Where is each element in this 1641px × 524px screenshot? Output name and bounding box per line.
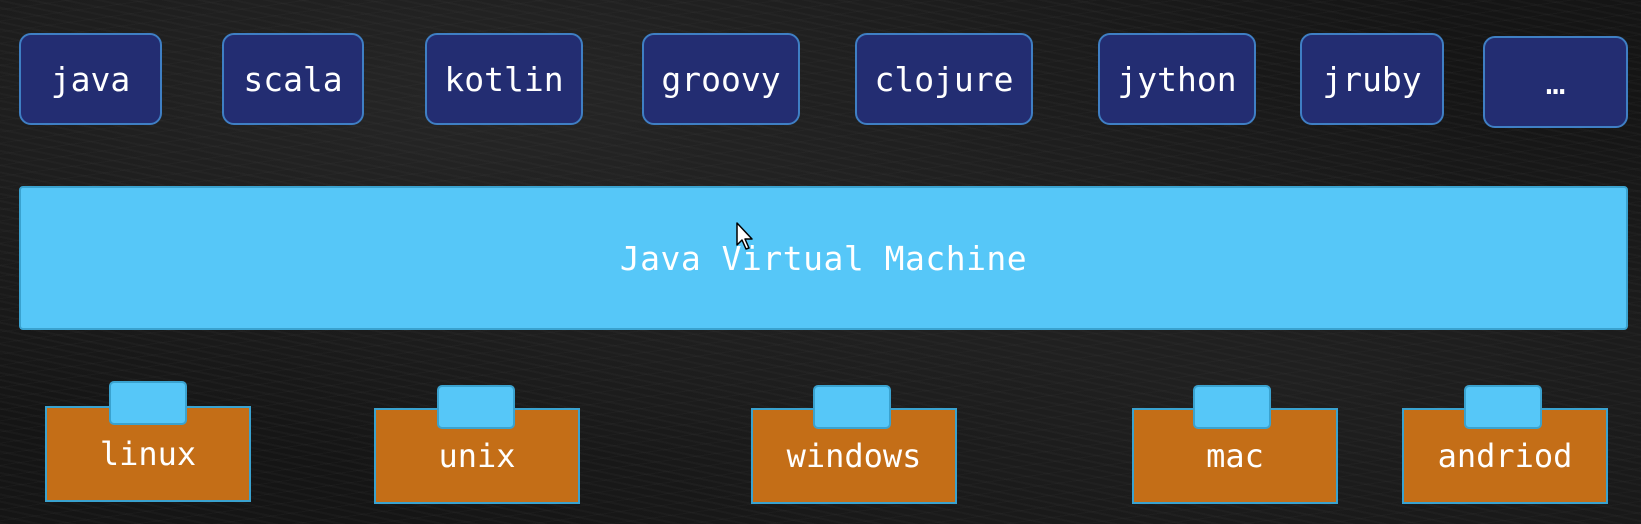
platform-label-unix: unix [438, 437, 516, 475]
jvm-label: Java Virtual Machine [619, 238, 1028, 278]
platform-box-unix: unix [374, 408, 580, 504]
mouse-pointer-icon [736, 222, 753, 250]
platform-box-linux: linux [45, 406, 251, 502]
connector-tab-windows [813, 385, 891, 429]
platform-label-mac: mac [1206, 437, 1264, 475]
platform-label-andriod: andriod [1437, 437, 1573, 475]
language-box-groovy: groovy [642, 33, 800, 125]
language-box-kotlin: kotlin [425, 33, 583, 125]
platform-label-linux: linux [99, 435, 197, 473]
language-box-scala: scala [222, 33, 364, 125]
language-box-jruby: jruby [1300, 33, 1444, 125]
language-box-java: java [19, 33, 162, 125]
connector-tab-andriod [1464, 385, 1542, 429]
language-box-jython: jython [1098, 33, 1256, 125]
connector-tab-unix [437, 385, 515, 429]
connector-tab-mac [1193, 385, 1271, 429]
jvm-layer: Java Virtual Machine [19, 186, 1628, 330]
connector-tab-linux [109, 381, 187, 425]
platform-label-windows: windows [786, 437, 922, 475]
language-box-clojure: clojure [855, 33, 1033, 125]
language-box-more: … [1483, 36, 1628, 128]
